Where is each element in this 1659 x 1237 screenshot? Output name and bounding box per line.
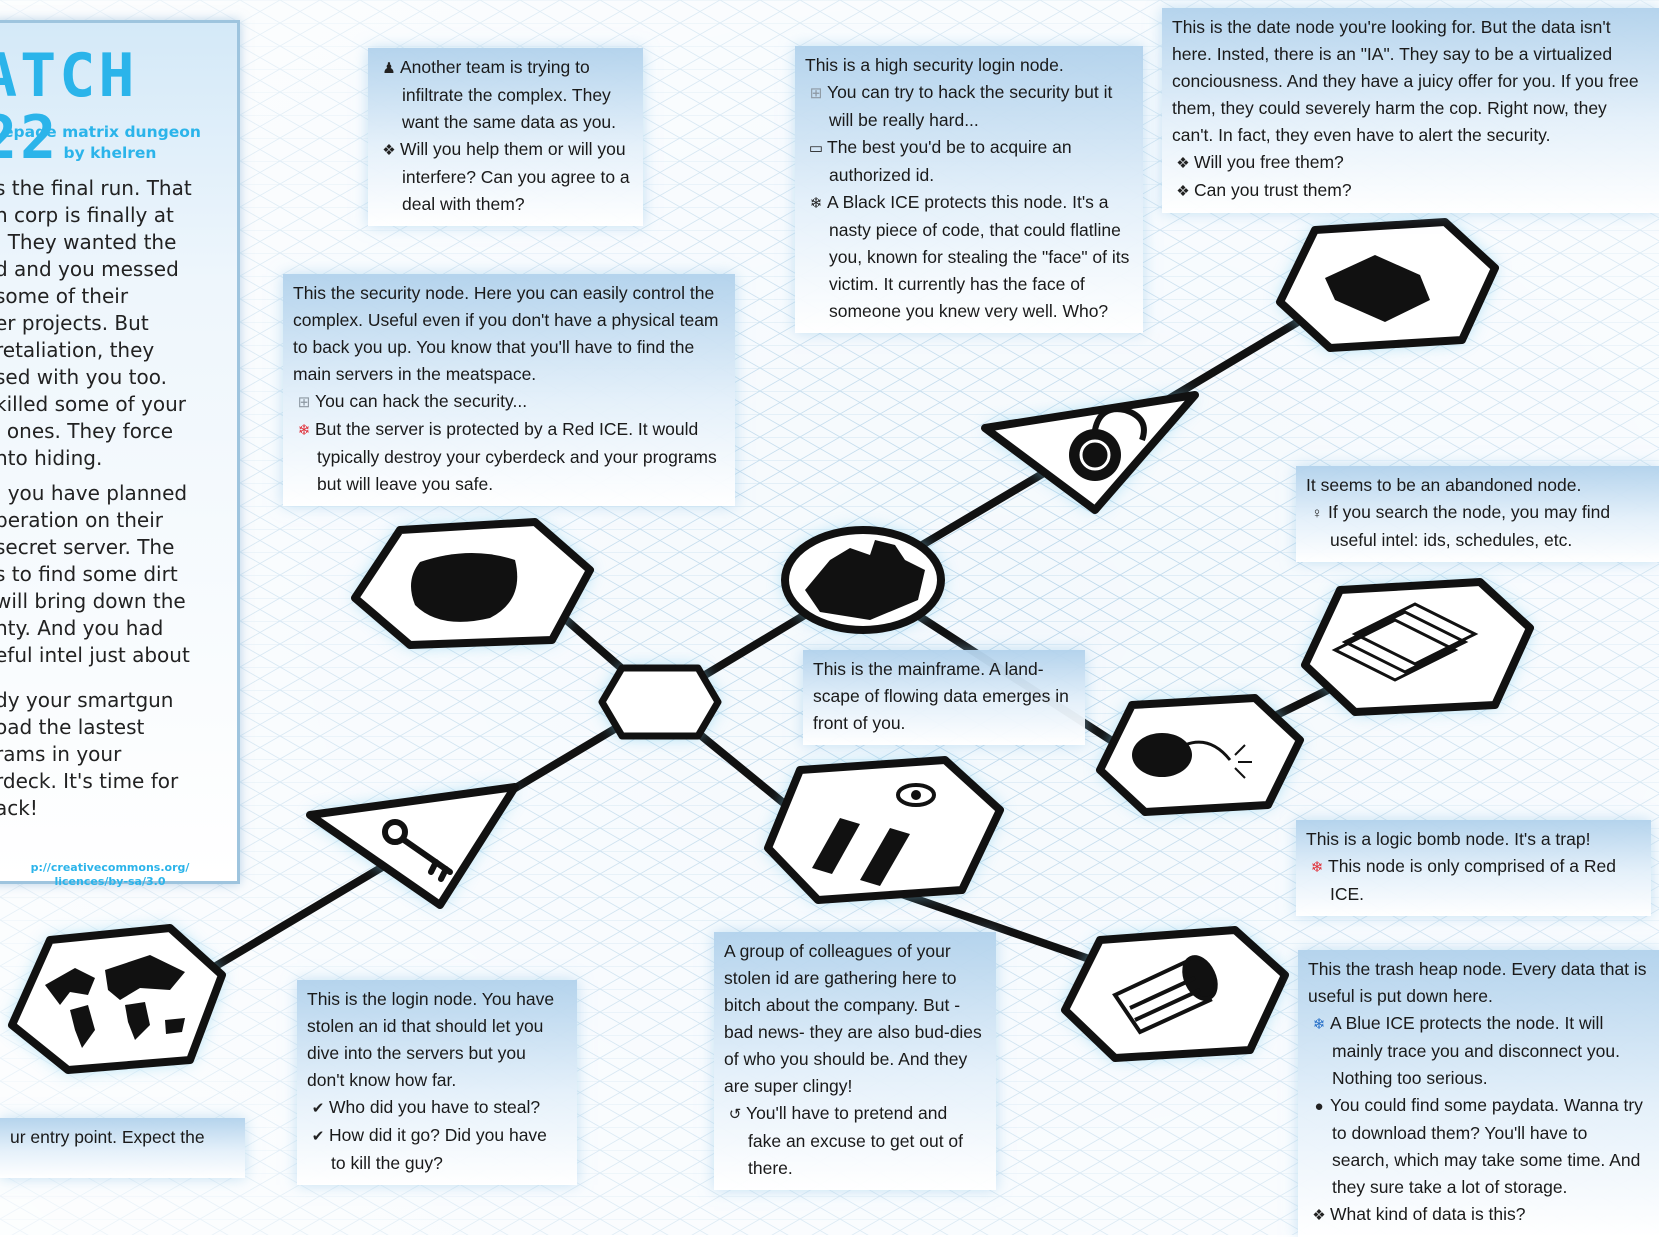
panel-line: ↺You'll have to pretend and fake an excu… <box>724 1100 984 1182</box>
author: by khelren <box>63 144 157 162</box>
intro-paragraph: s the final run. That n corp is finally … <box>0 176 192 470</box>
panel-line: ⊞You can hack the security... <box>293 388 723 416</box>
panel-security: This the security node. Here you can eas… <box>283 274 735 506</box>
black-ice-icon: ❄ <box>809 195 823 212</box>
bomb-icon <box>1132 733 1252 779</box>
panel-line: ❄This node is only comprised of a Red IC… <box>1306 853 1639 908</box>
city-skyline-icon <box>805 540 925 620</box>
panel-line: ❄A Blue ICE protects the node. It will m… <box>1308 1010 1647 1092</box>
blue-ice-icon: ❄ <box>1312 1016 1326 1033</box>
panel-data: This is the date node you're looking for… <box>1162 8 1659 213</box>
padlock-icon <box>1069 406 1147 481</box>
check-icon: ✔ <box>311 1100 325 1117</box>
panel-text: This is the date node you're looking for… <box>1172 17 1639 145</box>
world-map-icon <box>45 955 185 1048</box>
mainframe-node[interactable] <box>781 526 945 634</box>
panel-text: A group of colleagues of your stolen id … <box>724 941 982 1096</box>
panel-abandoned: It seems to be an abandoned node. ♀If yo… <box>1296 466 1659 562</box>
panel-login: This is the login node. You have stolen … <box>297 980 577 1185</box>
folder-icon <box>1325 255 1430 322</box>
title: ATCH 22 <box>0 41 138 173</box>
pin-icon: ♀ <box>1311 505 1323 522</box>
panel-text: It seems to be an abandoned node. <box>1306 475 1582 495</box>
stacked-papers-icon <box>1331 602 1479 682</box>
trash-node[interactable] <box>1061 926 1289 1062</box>
panel-entry: ur entry point. Expect the <box>0 1118 245 1178</box>
colleagues-node[interactable] <box>764 756 1004 904</box>
panel-team: ♟Another team is trying to infiltrate th… <box>368 48 643 226</box>
panel-line: ❖What kind of data is this? <box>1308 1201 1647 1229</box>
money-bag-icon: ● <box>1314 1098 1324 1115</box>
panel-text: This the trash heap node. Every data tha… <box>1308 959 1647 1006</box>
intro-text: s the final run. That n corp is finally … <box>0 175 235 830</box>
security-node[interactable] <box>351 518 594 649</box>
outro-paragraph: dy your smartgun oad the lastest rams in… <box>0 688 179 820</box>
subtitle: epage matrix dungeon <box>3 123 201 141</box>
panel-line: ●You could find some paydata. Wanna try … <box>1308 1092 1647 1201</box>
panel-text: This is the mainframe. A land-scape of f… <box>813 659 1069 733</box>
panel-line: ❄But the server is protected by a Red IC… <box>293 416 723 498</box>
rotate-icon: ↺ <box>728 1106 742 1123</box>
panel-line: ⊞You can try to hack the security but it… <box>805 79 1131 134</box>
panel-line: ♟Another team is trying to infiltrate th… <box>378 54 631 136</box>
data-node[interactable] <box>1276 218 1499 352</box>
panel-line: ✔Who did you have to steal? <box>307 1094 565 1122</box>
id-card-icon: ▭ <box>808 140 824 157</box>
panel-text: ur entry point. Expect the <box>10 1127 205 1147</box>
trash-can-icon <box>1112 955 1218 1035</box>
panel-text: This is a logic bomb node. It's a trap! <box>1306 829 1591 849</box>
panel-line: ▭The best you'd be to acquire an authori… <box>805 134 1131 189</box>
panel-line: ❖Will you free them? <box>1172 149 1647 177</box>
panel-line: ❖Will you help them or will you interfer… <box>378 136 631 218</box>
login-node[interactable] <box>306 783 519 909</box>
panel-line: ✔How did it go? Did you have to kill the… <box>307 1122 565 1177</box>
panel-line: ♀If you search the node, you may find us… <box>1306 499 1647 554</box>
panel-line: ❖Can you trust them? <box>1172 177 1647 205</box>
panel-line: ❄A Black ICE protects this node. It's a … <box>805 189 1131 325</box>
bomb-node[interactable] <box>1096 694 1304 816</box>
abandoned-node[interactable] <box>1301 578 1534 716</box>
diamond-bullet-icon: ❖ <box>1176 183 1190 200</box>
shield-icon <box>411 552 518 622</box>
red-ice-icon: ❄ <box>297 422 311 439</box>
figures-eye-icon <box>812 783 936 886</box>
red-ice-icon: ❄ <box>1310 859 1324 876</box>
plan-paragraph: , you have planned peration on their sec… <box>0 481 190 667</box>
panel-text: This is a high security login node. <box>805 55 1064 75</box>
panel-text: This the security node. Here you can eas… <box>293 283 719 384</box>
diamond-bullet-icon: ❖ <box>1176 155 1190 172</box>
panel-high-security: This is a high security login node. ⊞You… <box>795 46 1143 333</box>
panel-text: This is the login node. You have stolen … <box>307 989 555 1090</box>
diamond-bullet-icon: ❖ <box>1312 1207 1326 1224</box>
title-panel: ATCH 22 epage matrix dungeon by khelren … <box>0 20 240 888</box>
diamond-bullet-icon: ❖ <box>382 142 396 159</box>
key-icon <box>382 819 453 882</box>
entry-node[interactable] <box>8 924 226 1074</box>
grid-icon: ⊞ <box>809 85 823 102</box>
hub-node[interactable] <box>598 664 722 740</box>
check-icon: ✔ <box>311 1128 325 1145</box>
panel-bomb: This is a logic bomb node. It's a trap! … <box>1296 820 1651 916</box>
license-link[interactable]: p://creativecommons.org/ licences/by-sa/… <box>30 861 190 888</box>
panel-mainframe: This is the mainframe. A land-scape of f… <box>803 650 1085 745</box>
panel-colleagues: A group of colleagues of your stolen id … <box>714 932 996 1190</box>
figure-icon: ♟ <box>382 60 396 77</box>
grid-icon: ⊞ <box>297 394 311 411</box>
high-security-node[interactable] <box>981 391 1199 514</box>
panel-trash: This the trash heap node. Every data tha… <box>1298 950 1659 1237</box>
